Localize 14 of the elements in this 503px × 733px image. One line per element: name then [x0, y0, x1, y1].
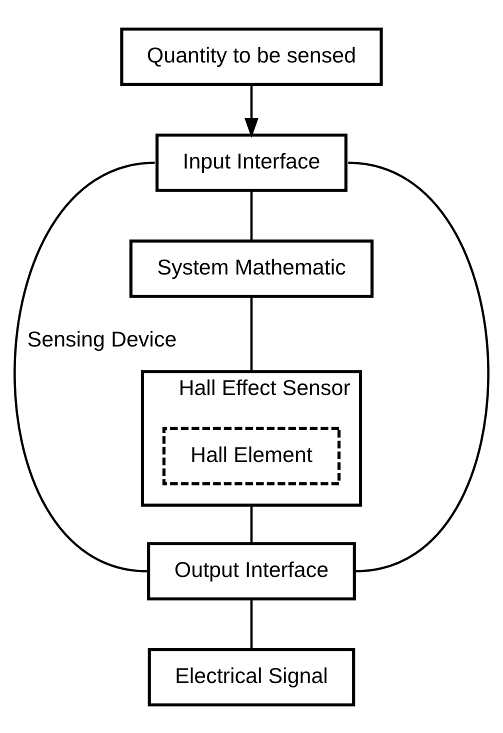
node-box: Hall Element: [162, 426, 341, 485]
arrow: [244, 84, 258, 138]
connector: [348, 161, 490, 572]
connector: [250, 190, 253, 240]
node-box: Input Interface: [156, 133, 348, 192]
connector: [250, 598, 253, 648]
node-box: System Mathematic: [129, 239, 374, 298]
node-box: Quantity to be sensed: [120, 27, 383, 86]
node-box: Output Interface: [147, 542, 356, 600]
node-box: Electrical Signal: [148, 648, 356, 706]
connector: [250, 296, 253, 372]
connector: [250, 504, 253, 543]
connector: [14, 161, 155, 572]
edge-label: Sensing Device: [27, 327, 177, 352]
